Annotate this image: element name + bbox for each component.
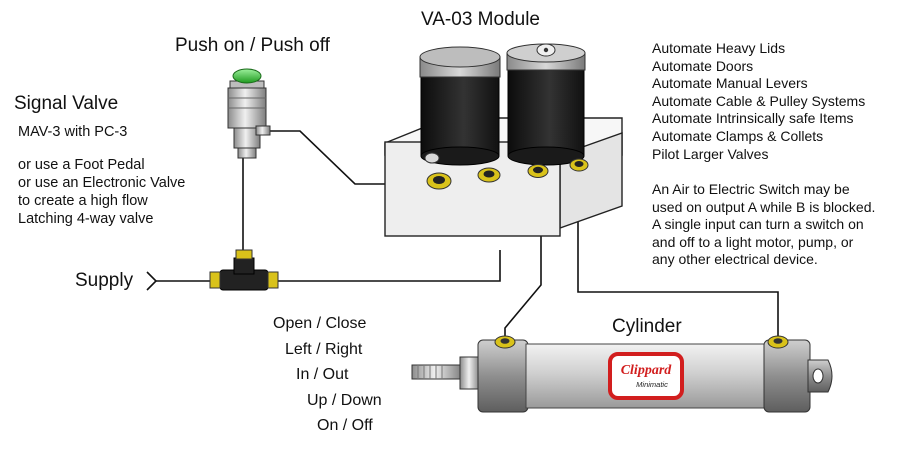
valve-tip <box>237 147 257 159</box>
list-item: Automate Doors <box>652 57 754 74</box>
module-port-1 <box>426 172 452 190</box>
solenoid-right-bottom <box>507 146 585 166</box>
tee-port-left <box>209 271 221 289</box>
signal-valve-model: MAV-3 with PC-3 <box>18 124 128 140</box>
brand-sub: Minimatic <box>636 380 668 389</box>
solenoid-left-top <box>419 46 501 68</box>
cylinder-port-b <box>767 335 789 349</box>
tee-fitting <box>209 249 279 291</box>
list-item: Automate Heavy Lids <box>652 40 786 56</box>
va03-module <box>384 43 623 237</box>
push-button-icon <box>232 68 262 84</box>
clippard-logo: Clippard Minimatic <box>608 352 684 400</box>
line-to-cylinder-b <box>577 175 779 340</box>
motion-label: In / Out <box>296 366 349 383</box>
solenoid-right-body <box>507 65 585 157</box>
module-port-4 <box>569 158 589 172</box>
solenoid-right-knob-hole <box>543 47 549 53</box>
motion-label: Left / Right <box>285 341 363 358</box>
supply-arrow <box>146 271 158 291</box>
cylinder-nose <box>459 356 481 390</box>
uses-list: Automate Heavy Lids Automate Doors Autom… <box>652 40 865 163</box>
note-line: A single input can turn a switch on <box>652 216 864 233</box>
brand-name: Clippard <box>621 363 673 378</box>
switch-note: An Air to Electric Switch may be used on… <box>652 181 875 269</box>
module-port-3 <box>527 164 549 178</box>
line-tee-to-module <box>274 250 501 282</box>
solenoid-left-bottom <box>420 146 500 166</box>
signal-valve-title: Signal Valve <box>14 93 119 114</box>
cylinder: Clippard Minimatic <box>411 335 833 413</box>
motion-label: Up / Down <box>307 392 382 409</box>
list-item: Automate Clamps & Collets <box>652 127 824 144</box>
note-line: any other electrical device. <box>652 251 818 268</box>
motion-label: Open / Close <box>273 315 367 332</box>
cylinder-port-a <box>494 335 516 349</box>
solenoid-left-body <box>420 71 500 157</box>
module-title: VA-03 Module <box>421 9 540 30</box>
valve-side-port <box>255 125 271 136</box>
cylinder-front-cap <box>477 339 529 413</box>
note-line: used on output A while B is blocked. <box>652 198 876 215</box>
clevis-hole <box>812 368 824 384</box>
signal-valve-alt-line: to create a high flow <box>18 193 148 209</box>
signal-valve <box>227 68 271 159</box>
list-item: Automate Intrinsically safe Items <box>652 110 854 127</box>
supply-label: Supply <box>75 270 134 291</box>
motion-label: On / Off <box>317 417 373 434</box>
list-item: Pilot Larger Valves <box>652 145 769 162</box>
note-line: and off to a light motor, pump, or <box>652 233 854 250</box>
list-item: Automate Cable & Pulley Systems <box>652 92 866 109</box>
module-port-2 <box>477 167 501 183</box>
solenoid-left-bolt <box>424 152 440 164</box>
signal-valve-alt-line: or use a Foot Pedal <box>18 157 145 173</box>
signal-valve-alt-line: or use an Electronic Valve <box>18 175 186 191</box>
note-line: An Air to Electric Switch may be <box>652 181 850 197</box>
cylinder-rear-cap <box>763 339 811 413</box>
signal-valve-alt-line: Latching 4-way valve <box>18 211 154 227</box>
tee-port-right <box>267 271 279 289</box>
piston-rod <box>411 364 463 380</box>
push-on-push-off-label: Push on / Push off <box>175 35 330 56</box>
tee-port-top <box>235 249 253 260</box>
list-item: Automate Manual Levers <box>652 75 808 92</box>
cylinder-label: Cylinder <box>612 316 682 337</box>
